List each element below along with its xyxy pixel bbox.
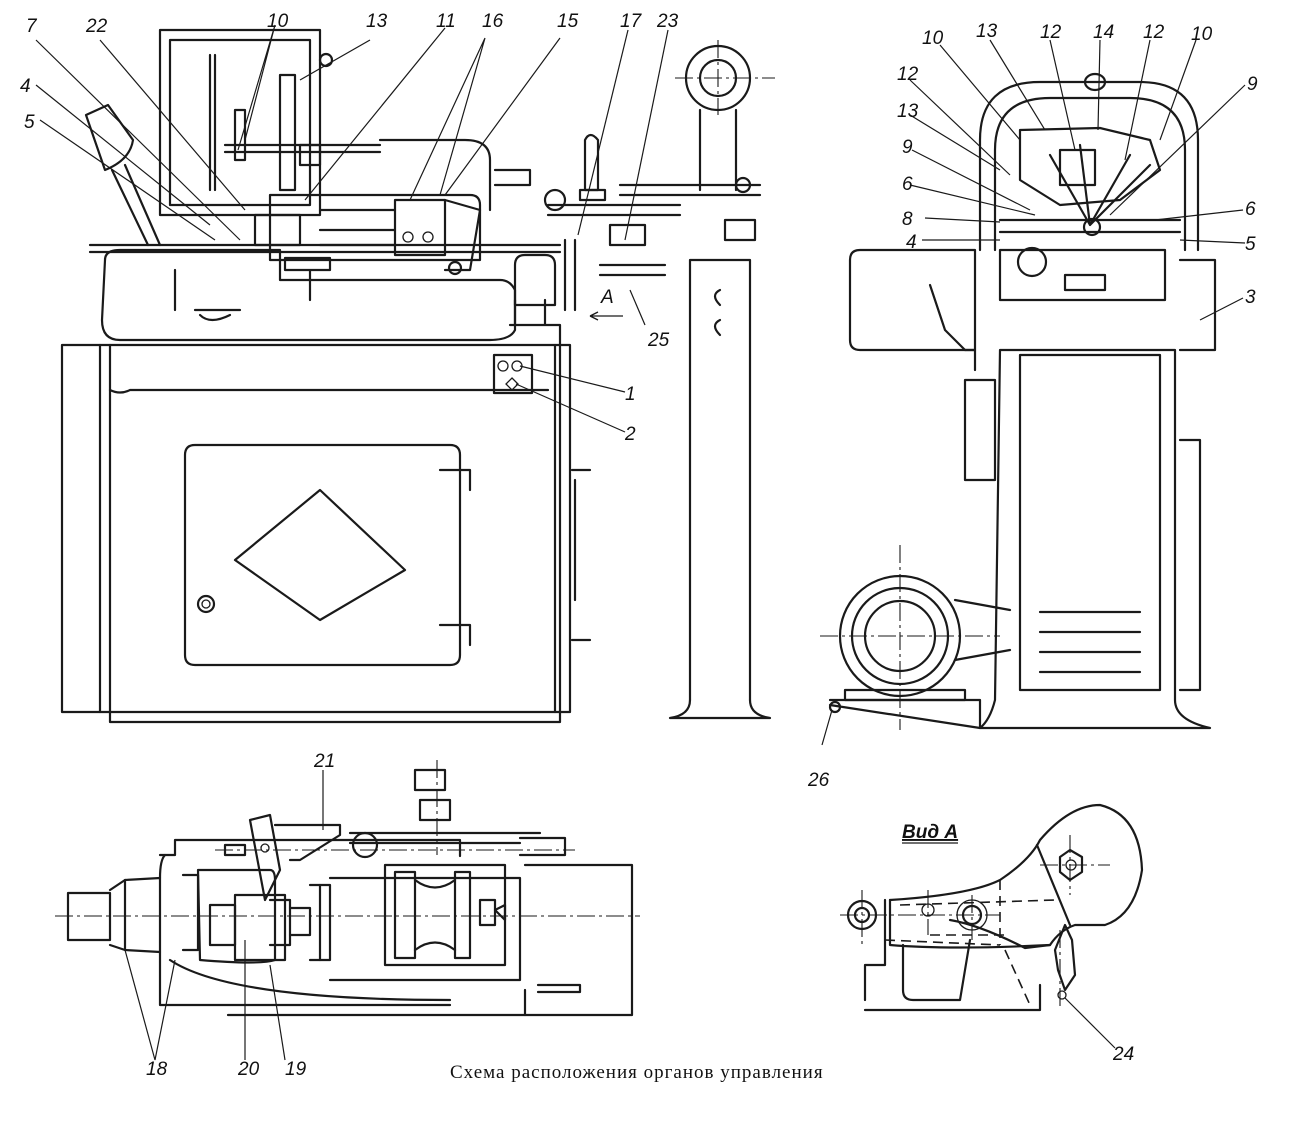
handwheel-carriage — [393, 198, 447, 257]
callout-17: 17 — [620, 11, 643, 32]
callout-18: 18 — [146, 1059, 168, 1080]
callout-5: 5 — [1245, 234, 1256, 255]
plan-view — [55, 760, 640, 1017]
guard-frame — [158, 28, 322, 217]
callout-10: 10 — [1191, 24, 1213, 45]
callout-13: 13 — [366, 11, 388, 32]
callout-23: 23 — [656, 11, 679, 32]
callout-12: 12 — [897, 64, 919, 85]
callout-13: 13 — [897, 101, 919, 122]
callout-2: 2 — [624, 424, 636, 445]
cabinet-body — [60, 343, 572, 714]
callout-25: 25 — [647, 330, 670, 351]
view-a-leaders — [1064, 997, 1116, 1049]
callout-10: 10 — [922, 28, 944, 49]
figure-caption: Схема расположения органов управления — [450, 1062, 824, 1083]
switch-1[interactable] — [497, 360, 509, 372]
callout-21: 21 — [313, 751, 335, 772]
callout-8: 8 — [902, 209, 913, 230]
callout-9: 9 — [1247, 74, 1258, 95]
front-view-leaders — [35, 24, 669, 433]
callout-24: 24 — [1112, 1044, 1134, 1065]
view-a-arrow-label: A — [600, 287, 614, 308]
callout-10: 10 — [267, 11, 289, 32]
front-view: A — [60, 28, 775, 724]
callout-5: 5 — [24, 112, 35, 133]
motor — [820, 545, 1012, 730]
cabinet-door — [183, 443, 462, 667]
callout-4: 4 — [20, 76, 31, 97]
vent-slots — [1038, 610, 1142, 674]
callout-3: 3 — [1245, 287, 1256, 308]
callout-11: 11 — [436, 11, 456, 32]
callout-6: 6 — [1245, 199, 1256, 220]
plan-view-labels: 21 18 20 19 — [146, 751, 335, 1080]
callout-7: 7 — [26, 16, 38, 37]
side-view — [820, 72, 1217, 730]
callout-1: 1 — [625, 384, 636, 405]
callout-12: 12 — [1143, 22, 1165, 43]
front-view-labels: 7 22 10 13 11 16 15 17 23 4 5 25 1 2 — [20, 11, 679, 445]
callout-26: 26 — [807, 770, 830, 791]
view-a-arrow — [589, 311, 623, 321]
door-lock — [196, 594, 216, 614]
bar-stock-stand — [618, 40, 775, 720]
side-view-leaders — [821, 39, 1246, 746]
side-view-labels: 10 13 12 14 12 10 12 13 9 6 8 4 9 6 5 3 … — [807, 21, 1258, 791]
switch-2[interactable] — [505, 377, 519, 391]
callout-13: 13 — [976, 21, 998, 42]
callout-16: 16 — [482, 11, 504, 32]
plan-lever — [248, 813, 282, 902]
work-lamp — [84, 103, 135, 172]
door-diamond — [233, 488, 407, 622]
callout-14: 14 — [1093, 22, 1114, 43]
callout-19: 19 — [285, 1059, 307, 1080]
side-guard — [978, 80, 1200, 252]
callout-22: 22 — [85, 16, 108, 37]
view-a: Вид А — [840, 803, 1144, 1012]
side-pedestal — [978, 348, 1212, 730]
view-a-title: Вид А — [902, 822, 958, 843]
callout-15: 15 — [557, 11, 579, 32]
callout-20: 20 — [237, 1059, 260, 1080]
callout-4: 4 — [906, 232, 917, 253]
callout-9: 9 — [902, 137, 913, 158]
switch-panel — [492, 353, 534, 395]
callout-6: 6 — [902, 174, 913, 195]
callout-12: 12 — [1040, 22, 1062, 43]
plan-view-leaders — [124, 770, 324, 1061]
